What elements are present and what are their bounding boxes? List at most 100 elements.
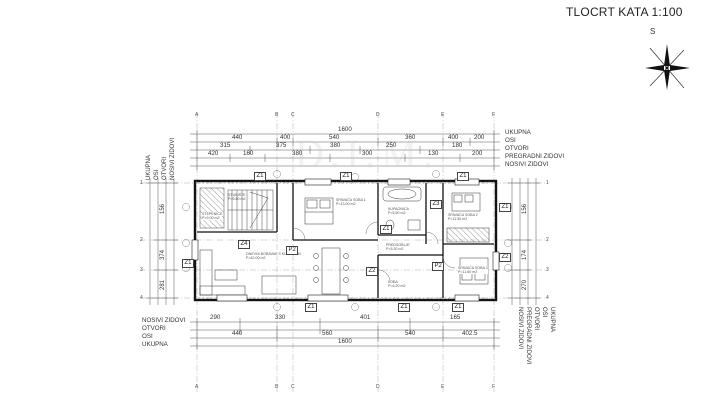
dim-bottom-osi: 560 xyxy=(322,330,333,337)
dim-bottom-row2: 290 xyxy=(210,314,221,321)
wall-tag: Z1 xyxy=(380,225,393,234)
legend-top-item: UKUPNA xyxy=(505,129,531,136)
dim-top-row3: 200 xyxy=(472,150,483,157)
dim-bottom-row2: 330 xyxy=(275,314,286,321)
staircase xyxy=(199,187,274,231)
dim-top-osi: 200 xyxy=(474,134,485,141)
axis-label: 3 xyxy=(140,267,143,273)
legend-left-item: OTVORI xyxy=(162,156,168,180)
wall-tag: Z2 xyxy=(366,267,379,276)
legend-right-item: NOSIVI ZIDOVI xyxy=(517,307,523,350)
dim-bottom-row2: 165 xyxy=(450,314,461,321)
legend-bottom-item: UKUPNA xyxy=(142,341,168,348)
wall-tag: Z1 xyxy=(340,172,353,181)
legend-right-item: PREGRADNI ZIDOVI xyxy=(525,307,531,365)
dim-top-row2: 375 xyxy=(276,142,287,149)
dim-top-row2: 250 xyxy=(386,142,397,149)
axis-label: 1 xyxy=(546,180,549,186)
axis-label: A xyxy=(195,112,199,118)
axis-label: 2 xyxy=(546,237,549,243)
wall-tag: Z1 xyxy=(457,172,470,181)
wall-tag: Z1 xyxy=(305,303,318,312)
wall-tag: Z1 xyxy=(452,303,465,312)
axis-label: E xyxy=(441,384,445,390)
wall-tag: Z1 xyxy=(398,303,411,312)
dim-top-row2: 315 xyxy=(220,142,231,149)
dim-left: 156 xyxy=(160,203,166,214)
dim-right: 270 xyxy=(522,279,528,290)
living-kitchen-furniture xyxy=(199,247,349,296)
wall-tag: Z1 xyxy=(499,203,512,212)
north-label: S xyxy=(650,27,656,36)
legend-bottom-item: OSI xyxy=(142,333,153,340)
axis-label: C xyxy=(291,112,295,118)
left-dimension-chains xyxy=(146,178,178,305)
dim-top-row3: 380 xyxy=(292,150,303,157)
wall-tag: Z4 xyxy=(238,240,251,249)
axis-label: 4 xyxy=(546,295,549,301)
axis-label: 1 xyxy=(140,180,143,186)
dim-top-osi: 360 xyxy=(405,134,416,141)
top-dimension-chains xyxy=(190,130,500,170)
axis-label: B xyxy=(275,112,279,118)
dim-bottom-osi: 440 xyxy=(232,330,243,337)
dim-bottom-osi: 402.5 xyxy=(462,330,478,337)
wall-tag: P2 xyxy=(286,246,299,255)
axis-label: A xyxy=(195,384,199,390)
windows xyxy=(191,178,500,302)
bed-1 xyxy=(304,197,334,225)
dim-left: 374 xyxy=(160,249,166,260)
dim-top-osi: 400 xyxy=(280,134,291,141)
axis-label: F xyxy=(492,384,496,390)
axis-label: C xyxy=(291,384,295,390)
dim-right: 174 xyxy=(522,249,528,260)
dim-total-bottom: 1600 xyxy=(338,338,352,345)
dim-bottom-row2: 401 xyxy=(360,314,371,321)
legend-bottom-item: OTVORI xyxy=(142,325,166,332)
legend-right-item: OTVORI xyxy=(533,307,539,331)
dim-top-row3: 160 xyxy=(243,150,254,157)
bottom-dimension-chains xyxy=(190,318,500,350)
wall-tag: Z2 xyxy=(499,253,512,262)
legend-top-item: PREGRADNI ZIDOVI xyxy=(505,153,565,160)
legend-top-item: NOSIVI ZIDOVI xyxy=(505,161,549,168)
dim-top-osi: 400 xyxy=(448,134,459,141)
dim-left: 281 xyxy=(160,279,166,290)
legend-top-item: OSI xyxy=(505,137,516,144)
wall-tag: Z3 xyxy=(430,200,443,209)
dim-total-top: 1600 xyxy=(338,126,352,133)
axis-label: D xyxy=(376,384,380,390)
axis-label: F xyxy=(492,112,496,118)
wall-tag: Z1 xyxy=(182,259,195,268)
axis-label: 3 xyxy=(546,267,549,273)
dim-right: 156 xyxy=(522,203,528,214)
axis-label: 4 xyxy=(140,295,143,301)
axis-label: D xyxy=(376,112,380,118)
dim-top-row2: 380 xyxy=(330,142,341,149)
axis-label: 2 xyxy=(140,237,143,243)
legend-left-item: NOSIVI ZIDOVI xyxy=(170,137,176,180)
bathroom-fixtures xyxy=(382,186,422,231)
interior-walls xyxy=(197,183,494,298)
dim-top-row3: 300 xyxy=(362,150,373,157)
dim-top-row3: 420 xyxy=(208,150,219,157)
legend-left-item: UKUPNA xyxy=(146,154,152,180)
legend-right-item: UKUPNA xyxy=(549,307,555,333)
axis-label: B xyxy=(275,384,279,390)
dim-top-osi: 540 xyxy=(329,134,340,141)
drawing-title: TLOCRT KATA 1:100 xyxy=(566,5,683,19)
dim-top-osi: 440 xyxy=(232,134,243,141)
axis-label: E xyxy=(441,112,445,118)
legend-right-item: OSI xyxy=(541,307,547,318)
wall-tag: Z1 xyxy=(254,172,267,181)
